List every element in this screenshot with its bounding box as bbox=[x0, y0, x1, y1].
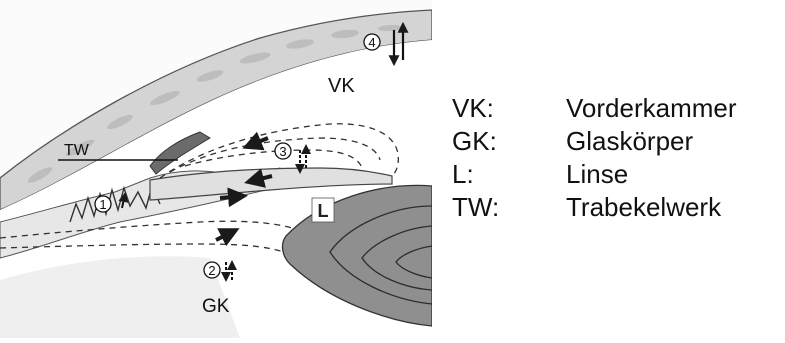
legend-term: Vorderkammer bbox=[566, 92, 737, 125]
legend-row: VK:Vorderkammer bbox=[452, 92, 737, 125]
label-lens: L bbox=[318, 201, 329, 221]
legend-abbreviation: TW: bbox=[452, 191, 566, 224]
legend-abbreviation: L: bbox=[452, 158, 566, 191]
legend-row: TW:Trabekelwerk bbox=[452, 191, 737, 224]
route-2-number: 2 bbox=[208, 263, 215, 278]
route-4-number: 4 bbox=[368, 35, 375, 50]
label-gk: GK bbox=[202, 296, 230, 317]
label-tw: TW bbox=[64, 142, 90, 159]
legend-abbreviation: GK: bbox=[452, 125, 566, 158]
route-1-number: 1 bbox=[99, 197, 106, 212]
legend-row: L:Linse bbox=[452, 158, 737, 191]
legend-term: Glaskörper bbox=[566, 125, 693, 158]
legend-abbreviation: VK: bbox=[452, 92, 566, 125]
legend-term: Linse bbox=[566, 158, 628, 191]
label-vk: VK bbox=[328, 75, 355, 97]
legend-term: Trabekelwerk bbox=[566, 191, 721, 224]
route-3-number: 3 bbox=[279, 144, 286, 159]
legend-row: GK:Glaskörper bbox=[452, 125, 737, 158]
